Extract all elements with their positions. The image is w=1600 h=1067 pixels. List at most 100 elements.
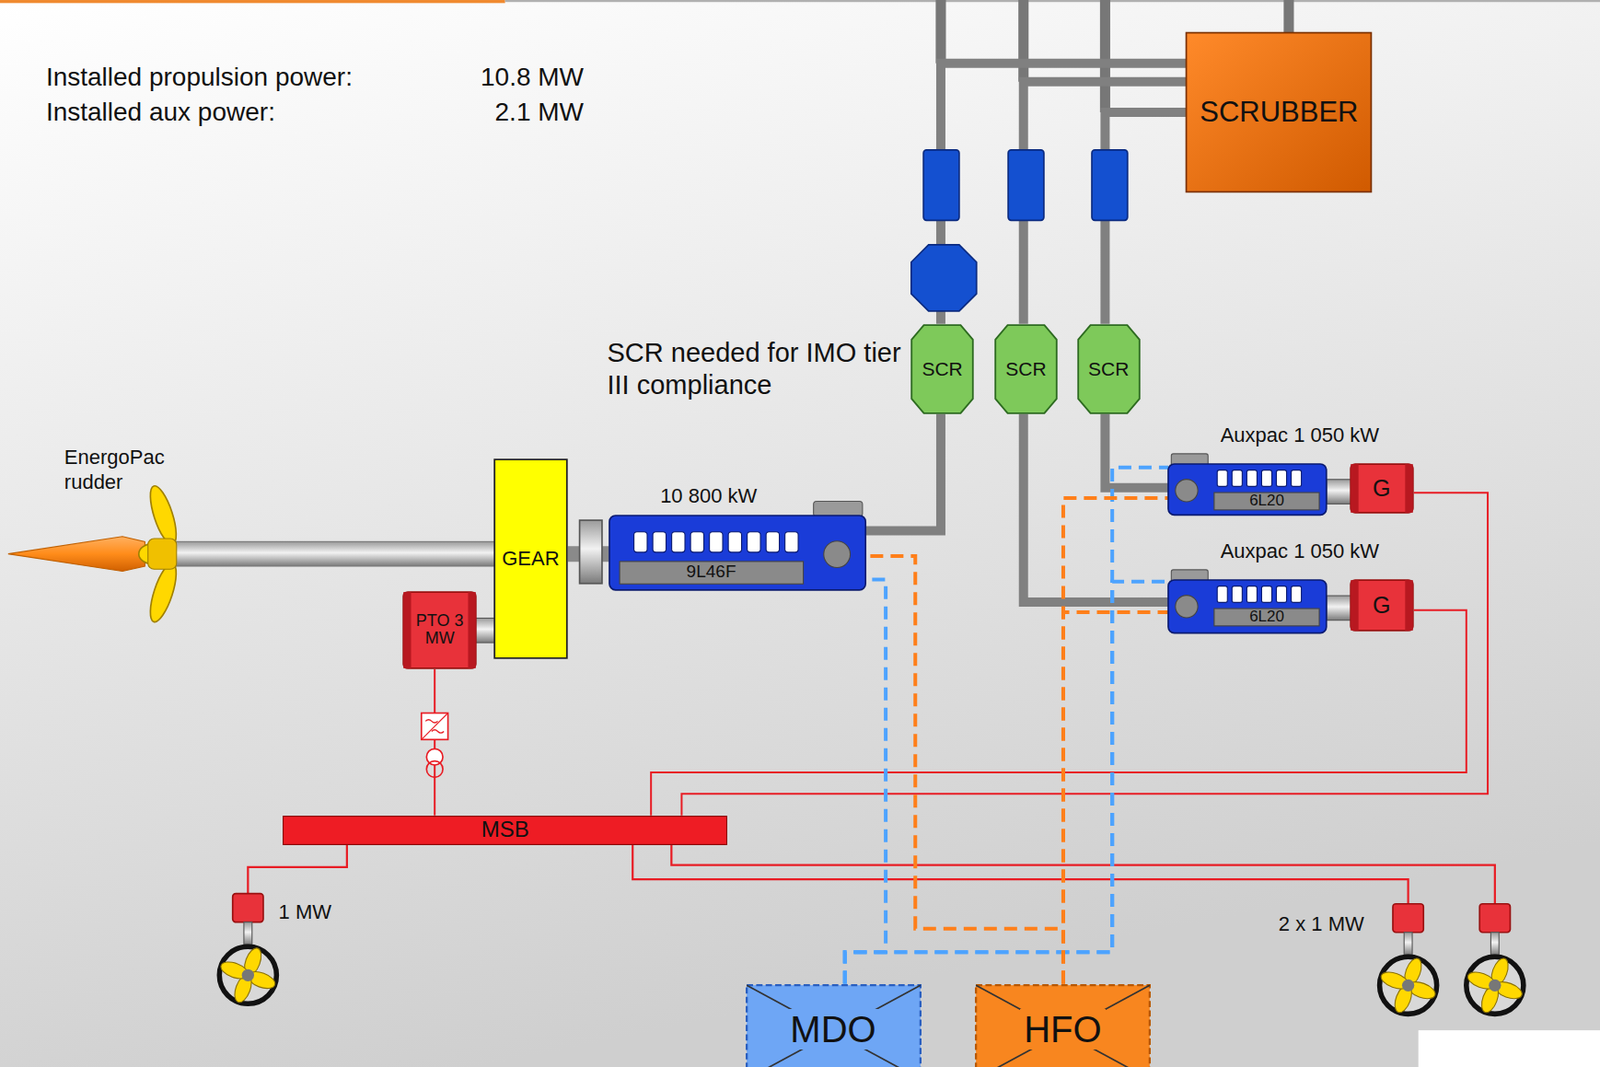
engine-plate: 9L46F: [619, 561, 804, 584]
node-label: HFO: [1020, 1008, 1105, 1050]
node-eng: 10 800 kW9L46F: [609, 515, 866, 591]
note-label: 10.8 MW: [480, 61, 584, 93]
drawing-rect: [243, 922, 253, 945]
drawing-rect: [173, 541, 496, 567]
drawing-rect: [1186, 33, 1372, 193]
drawing-line: [975, 985, 1150, 1067]
drawing-rect: [494, 459, 568, 659]
drawing-line: [1018, 0, 1029, 82]
connector: [1063, 612, 1169, 984]
node-aux: Auxpac 1 050 kW6L20: [1168, 579, 1327, 634]
drawing-rect: [812, 500, 862, 517]
drawing-rect: [1214, 608, 1320, 627]
note-label: Installed propulsion power:: [46, 61, 353, 93]
node-content: SCR: [994, 324, 1058, 415]
node-oct: SCR: [1077, 324, 1141, 415]
drawing-line: [746, 985, 921, 1067]
drawing-rect: [468, 591, 476, 669]
node-label: G: [1372, 475, 1391, 502]
drawing-rect: [1479, 904, 1510, 933]
drawing-line: [975, 985, 1150, 1067]
node-content: SCRUBBER: [1185, 32, 1372, 193]
engine-heading: Auxpac 1 050 kW: [1220, 539, 1380, 564]
connector: [845, 579, 886, 985]
drawing-rect: [1214, 492, 1320, 511]
drawing-rect: [1276, 470, 1287, 487]
connector: [845, 581, 1169, 985]
engine-heading: 10 800 kW: [660, 484, 757, 509]
drawing-circle: [1466, 956, 1524, 1014]
drawing-circle: [1175, 479, 1198, 502]
drawing-rect: [1350, 464, 1414, 514]
drawing-polyline: [940, 63, 1186, 325]
drawing-rect: [1217, 470, 1228, 487]
connector: [1023, 81, 1187, 325]
engine-type: 6L20: [1249, 492, 1285, 511]
note-label: Installed aux power:: [46, 96, 276, 128]
connector: [1023, 414, 1169, 603]
node-content: MDO: [745, 984, 922, 1067]
drawing-g: [247, 843, 1495, 904]
drawing-ellipse: [145, 483, 183, 547]
note-label: EnergoPac rudder: [64, 445, 185, 495]
drawing-polyline: [247, 843, 348, 893]
drawing-rect: [1291, 470, 1302, 487]
drawing-rect: [1262, 470, 1273, 487]
drawing-circle: [1488, 979, 1501, 992]
node-msb: MSB: [282, 815, 728, 846]
drawing-polyline: [1063, 612, 1169, 984]
engine-heading: Auxpac 1 050 kW: [1220, 423, 1380, 448]
drawing-rect: [1326, 595, 1353, 621]
drawing-polyline: [1063, 498, 1169, 985]
node-gear: GEAR: [493, 458, 569, 660]
engine-plate: 6L20: [1214, 492, 1320, 511]
node-scrub: SCRUBBER: [1185, 32, 1372, 193]
drawing-rect: [403, 591, 411, 669]
drawing-rect: [1231, 585, 1242, 603]
node-content: PTO 3 MW: [402, 591, 477, 670]
drawing-polyline: [650, 610, 1467, 816]
drawing-polygon: [911, 244, 977, 312]
drawing-polyline: [632, 843, 1408, 904]
note-label: 1 MW: [278, 900, 332, 925]
drawing-rect: [1418, 1030, 1600, 1067]
drawing-rect: [690, 531, 704, 552]
drawing-rect: [609, 515, 866, 591]
drawing-rect: [1350, 464, 1358, 514]
drawing-polygon: [1078, 324, 1140, 414]
node-content: MSB: [282, 815, 728, 846]
drawing-polyline: [845, 581, 1169, 985]
drawing-polyline: [1104, 414, 1169, 488]
node-content: SCR: [910, 324, 974, 415]
node-content: G: [1349, 579, 1415, 632]
drawing-rect: [1350, 579, 1358, 631]
drawing-polyline: [865, 556, 1064, 984]
drawing-rect: [975, 985, 1150, 1067]
drawing-line: [746, 985, 921, 1067]
note-label: SCR needed for IMO tier III compliance: [607, 336, 912, 402]
drawing-rect: [1403, 932, 1413, 955]
connector: [845, 467, 1169, 985]
drawing-rect: [1168, 579, 1327, 634]
drawing-rect: [505, 0, 1600, 2]
node-label: SCR: [921, 358, 963, 380]
drawing-rect: [746, 531, 760, 552]
engine-type: 9L46F: [686, 562, 737, 582]
node-tank: MDO: [745, 984, 922, 1067]
drawing-line: [421, 713, 449, 741]
node-content: GEAR: [493, 458, 569, 660]
drawing-rect: [652, 531, 666, 552]
drawing-svg: [609, 515, 866, 591]
drawing-rect: [232, 893, 264, 923]
connector: [865, 414, 941, 532]
drawing-rect: [0, 0, 506, 3]
drawing-rect: [1091, 150, 1128, 221]
drawing-rect: [619, 561, 804, 584]
drawing-circle: [1402, 979, 1415, 992]
drawing-polyline: [845, 579, 886, 985]
drawing-rect: [784, 531, 798, 552]
drawing-rect: [1008, 150, 1044, 221]
drawing-ellipse: [145, 560, 183, 625]
note-label: 2.1 MW: [495, 96, 584, 128]
node-oct: SCR: [910, 324, 974, 415]
